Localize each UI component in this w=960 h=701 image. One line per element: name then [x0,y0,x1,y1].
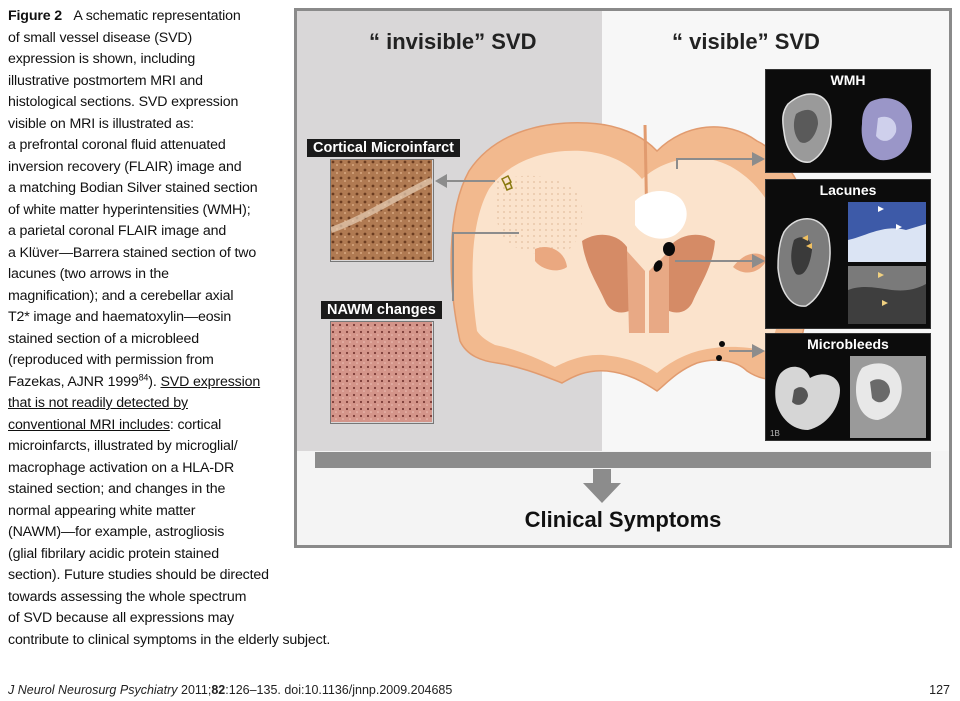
caption-line: of white matter hyperintensities (WMH); [8,201,251,218]
caption-line: microinfarcts, illustrated by microglial… [8,438,238,454]
journal-citation: J Neurol Neurosurg Psychiatry 2011;82:12… [8,683,452,697]
caption-line: of small vessel disease (SVD) [8,29,193,46]
citation-pages: :126–135. doi:10.1136/jnnp.2009.204685 [225,683,453,697]
figure-label: Figure 2 [8,8,62,24]
caption-line: a parietal coronal FLAIR image and [8,223,227,239]
caption-line: a matching Bodian Silver stained section [8,180,258,196]
caption-underlined: SVD expression [160,373,261,390]
clinical-symptoms-label: Clinical Symptoms [524,507,722,532]
caption-line: visible on MRI is illustrated as: [8,115,194,132]
caption-line: lacunes (two arrows in the [8,266,169,282]
lacunes-images [777,202,926,324]
cortical-microinfarct-histology [330,159,434,262]
reference-superscript: 84 [138,371,149,382]
nawm-changes-label: NAWM changes [321,301,442,319]
caption-line: stained section; and changes in the [8,481,226,497]
caption-line: expression is shown, including [8,51,196,67]
caption-text: ). [148,373,157,390]
caption-line: T2* image and haematoxylin—eosin [8,309,232,325]
invisible-svd-heading: “ invisible” SVD [369,29,537,54]
caption-line: macrophage activation on a HLA-DR [8,459,235,476]
caption-citation: Fazekas, AJNR 1999 [8,373,139,390]
caption-line: (NAWM)—for example, astrogliosis [8,524,225,540]
lacunes-mri-panel: Lacunes [765,179,931,329]
svd-schematic-figure: “ invisible” SVD “ visible” SVD [294,8,952,548]
caption-line: a Klüver—Barrera stained section of two [8,244,257,261]
caption-line: histological sections. SVD expression [8,94,239,110]
caption-line: a prefrontal coronal fluid attenuated [8,137,226,153]
wmh-images [782,93,912,163]
caption-line: inversion recovery (FLAIR) image and [8,158,242,175]
wmh-mri-panel: WMH [765,69,931,173]
caption-text: : cortical [169,416,222,433]
citation-year: 2011; [181,683,212,697]
caption-line: stained section of a microbleed [8,330,199,347]
caption-line: section). Future studies should be direc… [8,567,269,583]
caption-line: contribute to clinical symptoms in the e… [8,631,331,648]
clinical-symptoms-bar [315,452,931,468]
caption-underlined: that is not readily detected by [8,395,188,411]
caption-line: towards assessing the whole spectrum [8,588,247,605]
lacunes-label: Lacunes [819,182,877,198]
microbleeds-images [775,356,926,438]
citation-volume: 82 [211,683,226,697]
brain-coronal-section-illustration [435,122,814,503]
nawm-histology [330,321,434,424]
caption-line: (reproduced with permission from [8,352,214,368]
figure-caption: Figure 2 A schematic representation of s… [8,6,331,651]
caption-line: of SVD because all expressions may [8,610,234,626]
journal-name: J Neurol Neurosurg Psychiatry [8,683,178,697]
caption-underlined: conventional MRI includes [8,416,170,433]
page-number: 127 [929,683,950,697]
wmh-label: WMH [830,72,866,88]
caption-line: (glial fibrilary acidic protein stained [8,545,220,562]
histology-texture [331,322,432,422]
microbleeds-panel-corner-label: 1B [770,429,780,438]
caption-line: illustrative postmortem MRI and [8,72,203,89]
cortical-microinfarct-label: Cortical Microinfarct [307,139,460,157]
caption-line: A schematic representation [73,8,241,24]
histology-texture [330,160,434,260]
caption-line: normal appearing white matter [8,502,196,519]
caption-line: magnification); and a cerebellar axial [8,287,234,304]
microbleeds-mri-panel: Microbleeds 1B [765,333,931,441]
visible-svd-heading: “ visible” SVD [672,29,820,54]
microbleeds-label: Microbleeds [807,336,889,352]
